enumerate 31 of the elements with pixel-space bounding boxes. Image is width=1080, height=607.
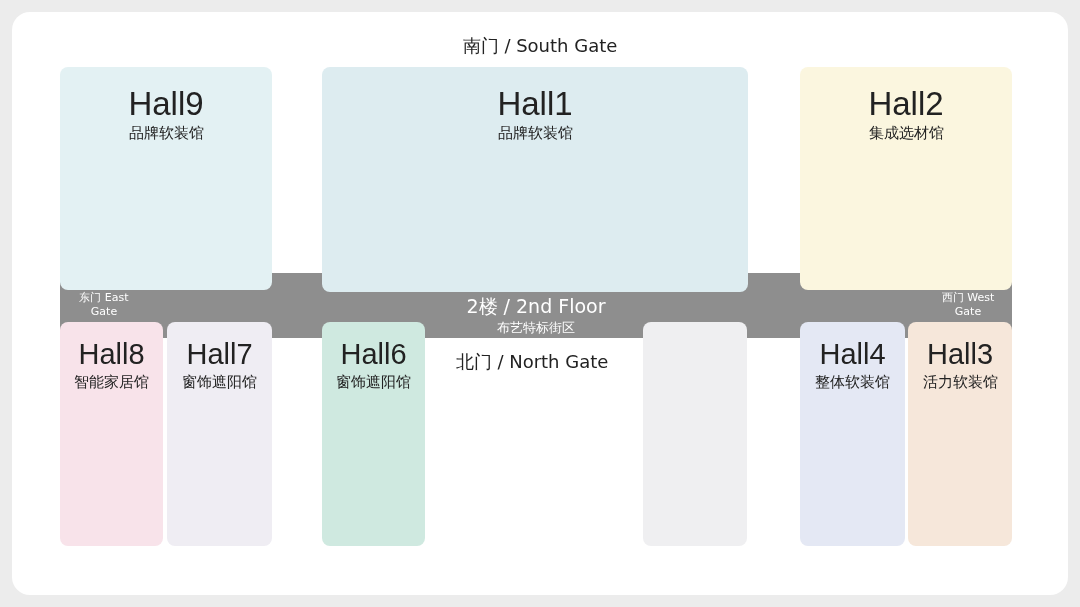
- hall-block: [167, 322, 272, 546]
- hall-category: 品牌软装馆: [128, 124, 204, 142]
- hall-name: Hall4: [819, 340, 886, 369]
- hall-name: Hall7: [186, 340, 253, 369]
- gate-label: 东门 East Gate: [78, 291, 130, 320]
- hall-category: 集成选材馆: [868, 124, 944, 142]
- hall-category: 智能家居馆: [74, 373, 149, 391]
- hall-block: [800, 67, 1012, 290]
- gate-label: 南门 / South Gate: [462, 34, 618, 58]
- hall-name: Hall9: [128, 87, 204, 120]
- empty-hall-box: [643, 322, 747, 546]
- hall-block: [322, 322, 425, 546]
- hall-name: Hall2: [868, 87, 944, 120]
- hall-block: [60, 322, 163, 546]
- floor-title: 2楼 / 2nd Floor: [466, 294, 606, 319]
- gate-label: 西门 West Gate: [940, 291, 996, 320]
- hall-block: [800, 322, 905, 546]
- hall-category: 窗饰遮阳馆: [336, 373, 411, 391]
- hall-category: 活力软装馆: [922, 373, 998, 391]
- hall-name: Hall6: [340, 340, 407, 369]
- hall-name: Hall3: [926, 340, 994, 369]
- hall-category: 窗饰遮阳馆: [182, 373, 257, 391]
- hall-block: [908, 322, 1012, 546]
- hall-name: Hall8: [78, 340, 145, 369]
- zone-name: 布艺特标街区: [497, 319, 575, 337]
- hall-category: 整体软装馆: [815, 373, 890, 391]
- hall-category: 品牌软装馆: [497, 124, 573, 142]
- hall-block: [322, 67, 748, 292]
- gate-label: 北门 / North Gate: [455, 350, 609, 374]
- hall-block: [60, 67, 272, 290]
- hall-name: Hall1: [497, 87, 573, 120]
